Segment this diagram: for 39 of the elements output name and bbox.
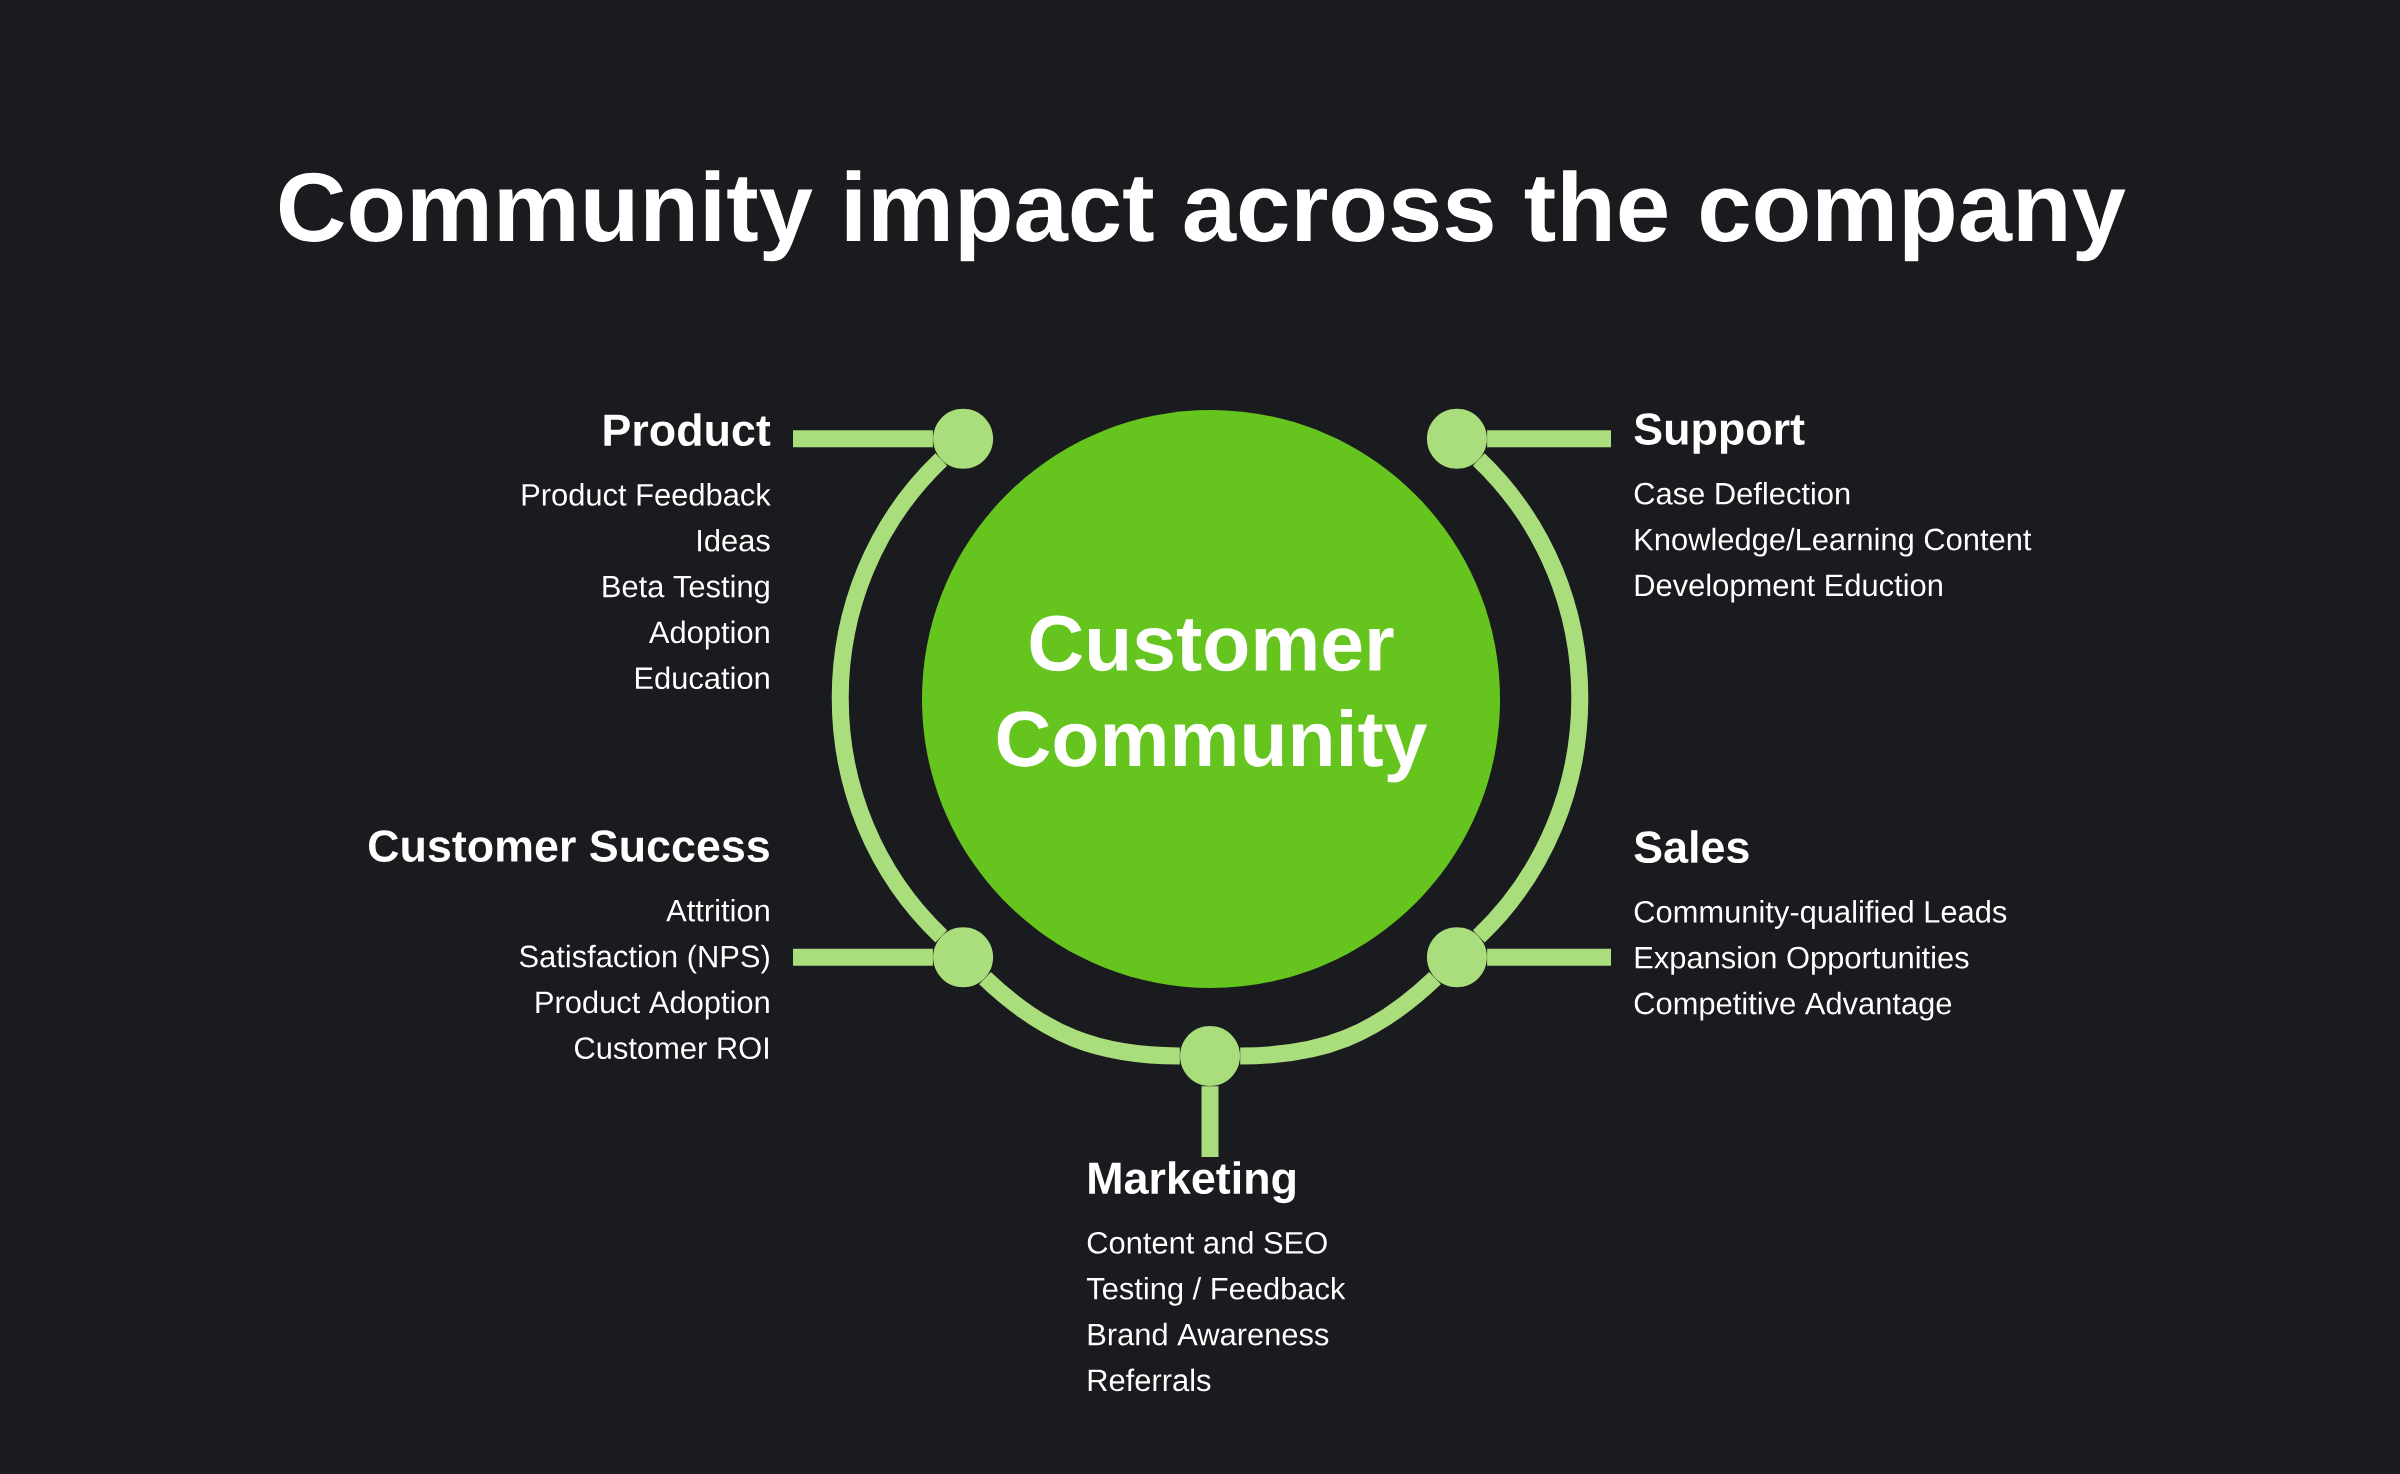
list-item: Satisfaction (NPS) <box>519 944 769 974</box>
dot <box>1180 1026 1240 1086</box>
leader-line <box>1487 430 1611 448</box>
list-item: Expansion Opportunities <box>1635 945 1969 975</box>
list-item: Education <box>636 666 769 690</box>
list-item: Brand Awareness <box>1088 1322 1329 1346</box>
list-item: Beta Testing <box>603 574 769 604</box>
section-heading: Customer Success <box>369 830 769 862</box>
list-item: Community-qualified Leads <box>1634 900 2007 929</box>
list-item: Referrals <box>1088 1368 1211 1392</box>
section-heading: Product <box>604 413 771 447</box>
list-item: Development Eduction <box>1635 573 1942 603</box>
title: Community impact across the company <box>279 170 2126 262</box>
list-item: Knowledge/Learning Content <box>1635 527 2032 557</box>
leader-line <box>1201 1086 1219 1157</box>
dot <box>1426 408 1487 469</box>
list-item: Competitive Advantage <box>1634 991 1952 1021</box>
list-item: Customer ROI <box>575 1037 768 1060</box>
list-item: Product Adoption <box>536 990 769 1020</box>
dot <box>933 408 994 469</box>
ring-arc <box>1472 453 1589 943</box>
section-heading: Support <box>1634 413 1805 454</box>
list-item: Ideas <box>698 528 770 552</box>
leader-line <box>793 430 933 448</box>
leader-line <box>793 948 933 966</box>
list-item: Content and SEO <box>1087 1231 1327 1254</box>
ring-arc <box>1240 971 1441 1065</box>
list-item: Product Feedback <box>522 483 771 506</box>
list-item: Attrition <box>666 898 769 922</box>
dot <box>933 927 994 988</box>
list-item: Adoption <box>648 620 769 650</box>
list-item: Testing / Feedback <box>1086 1276 1346 1306</box>
ring-arc <box>979 971 1181 1065</box>
dot <box>1426 927 1487 988</box>
section-heading: Marketing <box>1089 1161 1295 1204</box>
list-item: Case Deflection <box>1634 481 1850 505</box>
section-heading: Sales <box>1634 830 1749 864</box>
ring-arc <box>831 453 948 943</box>
leader-line <box>1487 948 1611 966</box>
